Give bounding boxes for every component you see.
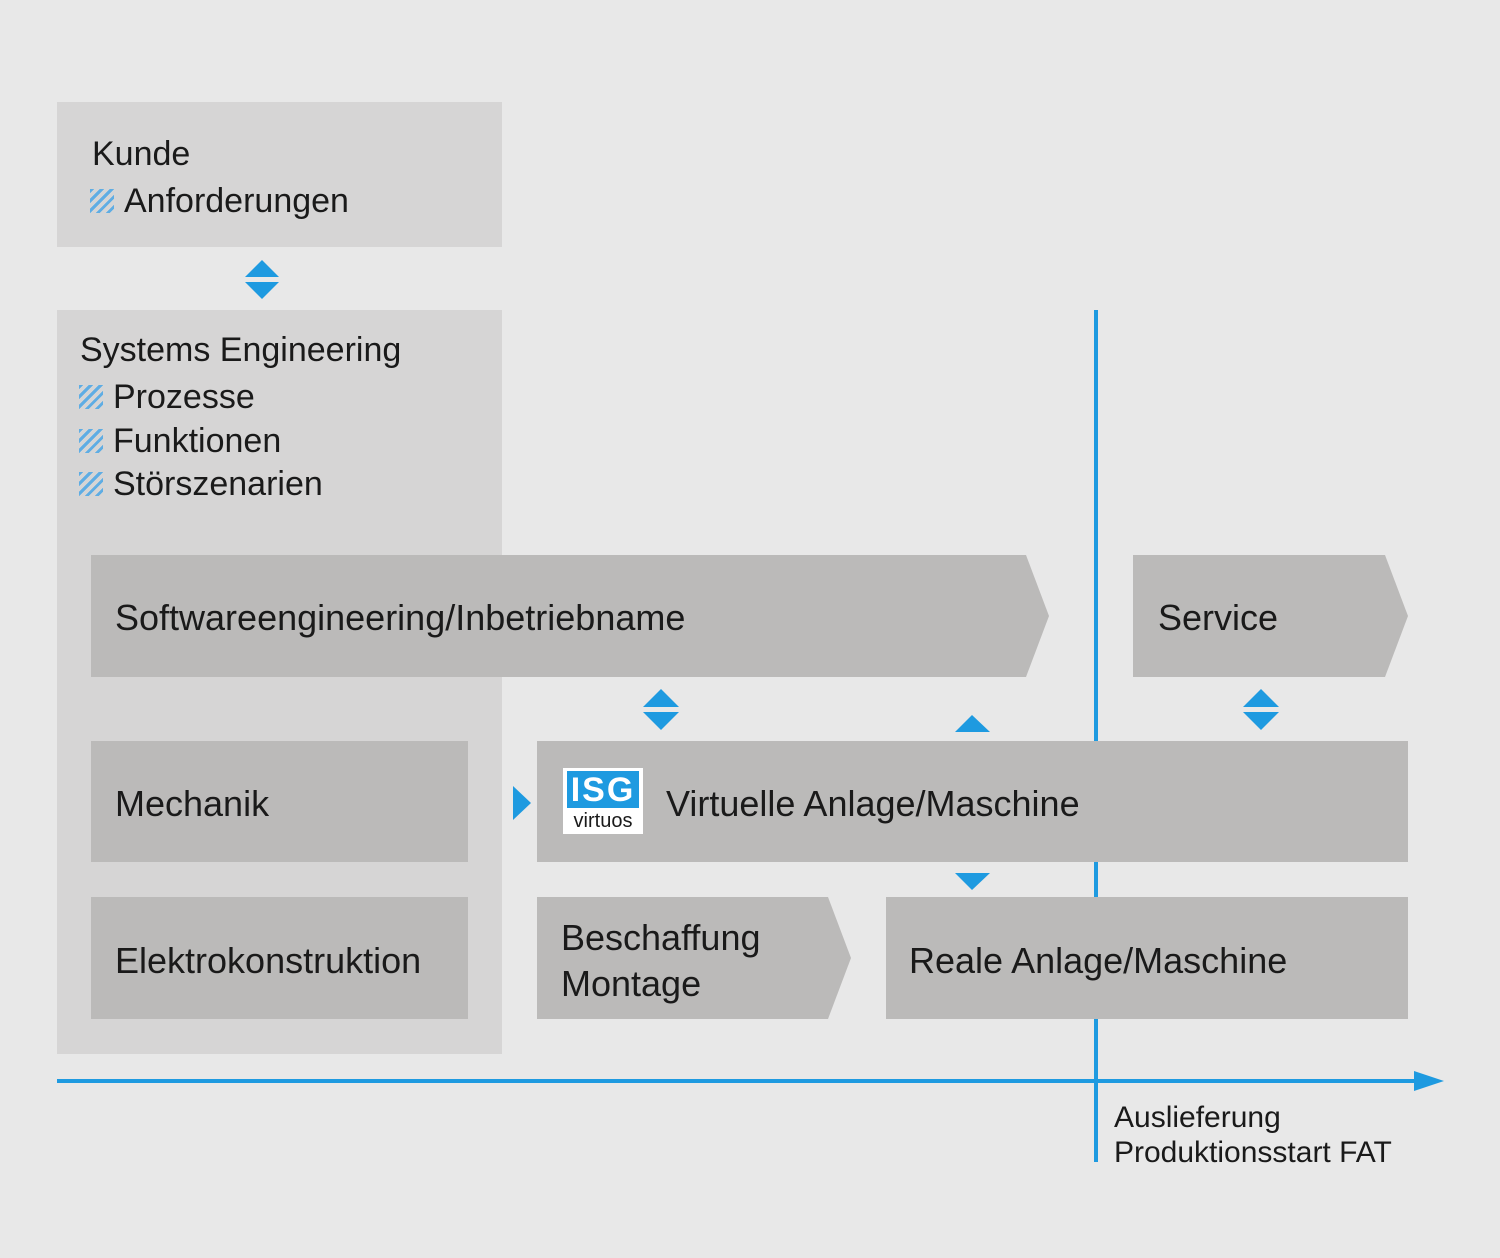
down-arrow-virtuelle-reale [955,873,990,890]
beschaffung-chevron [537,897,851,1019]
hatch-icon [79,385,103,409]
milestone-label-line2: Produktionsstart FAT [1114,1136,1392,1169]
virtuos-wordmark: virtuos [573,810,633,832]
beschaffung-label: Beschaffung [561,917,761,958]
kunde-title: Kunde [92,135,191,173]
se-item-funktionen: Funktionen [79,424,281,458]
hatch-icon [79,429,103,453]
hatch-icon [79,472,103,496]
isg-virtuos-logo: ISG virtuos [563,768,643,834]
se-item-stoerszenarien: Störszenarien [79,467,323,501]
isg-logo-mark: ISG [567,771,639,809]
double-arrow-kunde-se [245,260,279,299]
software-label: Softwareengineering/Inbetriebname [115,597,686,638]
systems-engineering-title: Systems Engineering [80,331,402,369]
kunde-box [57,102,502,247]
hatch-icon [90,189,114,213]
software-chevron [91,555,1049,677]
milestone-label-line1: Auslieferung [1114,1101,1281,1134]
elektro-box [91,897,468,1019]
virtuelle-label: Virtuelle Anlage/Maschine [666,783,1080,824]
right-arrow-mechanik [513,786,531,820]
time-axis-arrowhead [1414,1071,1444,1091]
service-chevron [1133,555,1408,677]
mechanik-label: Mechanik [115,783,270,824]
double-arrow-software-virtuelle [643,689,679,730]
elektro-label: Elektrokonstruktion [115,940,422,981]
reale-box [886,897,1408,1019]
reale-label: Reale Anlage/Maschine [909,940,1288,981]
virtuelle-box [537,741,1408,862]
double-arrow-service-virtuelle [1243,689,1279,730]
service-label: Service [1158,597,1279,638]
mechanik-box [91,741,468,862]
se-item-prozesse: Prozesse [79,380,255,414]
kunde-item-anforderungen: Anforderungen [90,184,349,218]
up-arrow-virtuelle [955,715,990,732]
montage-label: Montage [561,963,702,1004]
